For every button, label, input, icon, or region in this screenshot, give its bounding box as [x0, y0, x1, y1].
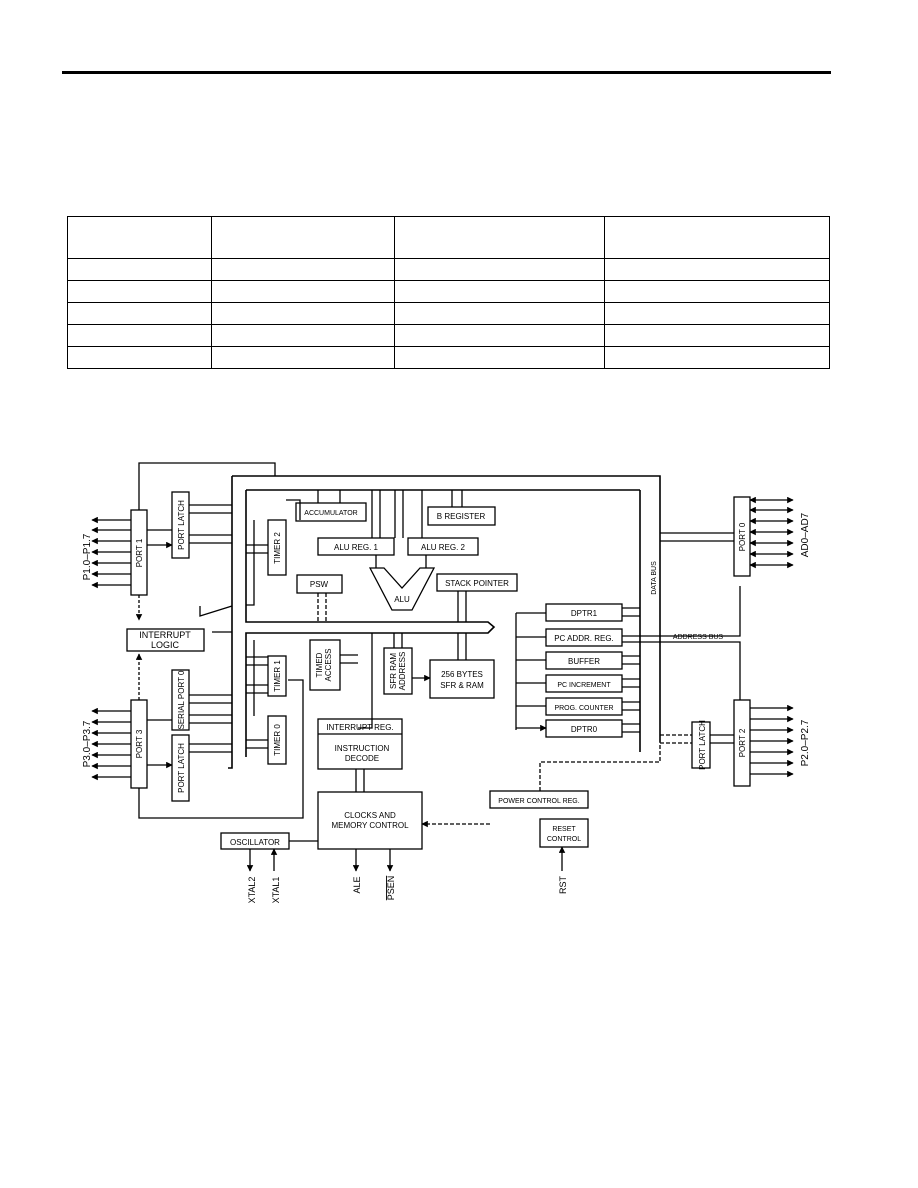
timer2-box — [267, 519, 287, 576]
port1-label: PORT 1 — [135, 538, 144, 567]
psen-label: PSEN — [386, 876, 396, 901]
interrupt-logic-label-1: INTERRUPT — [139, 630, 191, 640]
ale-label: ALE — [352, 876, 362, 893]
alu-shape — [368, 567, 436, 611]
timer1-label: TIMER 1 — [273, 660, 282, 692]
table-header-row — [67, 216, 830, 259]
empty-table — [67, 216, 830, 369]
xtal2-label: XTAL2 — [247, 877, 257, 904]
timed-access-label-2: ACCESS — [324, 649, 333, 682]
stack-pointer-label: STACK POINTER — [445, 579, 509, 588]
port-latch-3-label: PORT LATCH — [177, 743, 186, 793]
port0-box — [733, 496, 751, 577]
prog-counter-label: PROG. COUNTER — [554, 705, 613, 712]
timed-access-box — [309, 639, 341, 691]
alu-reg2-label: ALU REG. 2 — [421, 543, 466, 552]
port2-box — [733, 699, 751, 787]
interrupt-logic-label-2: LOGIC — [151, 640, 180, 650]
psw-label: PSW — [310, 580, 329, 589]
address-bus-label: ADDRESS BUS — [673, 634, 724, 641]
oscillator-label: OSCILLATOR — [230, 838, 280, 847]
timer0-label: TIMER 0 — [273, 724, 282, 756]
clocks-box — [317, 791, 423, 850]
address-bus — [622, 586, 741, 700]
dptr1-label: DPTR1 — [571, 609, 598, 618]
alu-reg2-box — [407, 537, 479, 556]
ram-label-2: SFR & RAM — [440, 681, 484, 690]
sfr-ram-address-label-2: ADDRESS — [398, 652, 407, 691]
p3-pins — [91, 707, 131, 781]
p0-pins — [749, 496, 794, 569]
timer1-box — [267, 655, 287, 697]
instruction-decode-label-2: DECODE — [345, 754, 379, 763]
pc-addr-reg-label: PC ADDR. REG. — [554, 634, 614, 643]
port3-label: PORT 3 — [135, 729, 144, 758]
port-latch-2-box — [691, 721, 711, 769]
p2-pins — [750, 704, 794, 778]
stack-pointer-box — [436, 573, 518, 592]
port2-label: PORT 2 — [738, 728, 747, 757]
alu-reg1-label: ALU REG. 1 — [334, 543, 379, 552]
psw-box — [296, 574, 343, 594]
data-bus-label: DATA BUS — [651, 561, 658, 595]
interrupt-logic-box — [126, 628, 205, 652]
interrupt-reg-label: INTERRUPT REG. — [326, 723, 393, 732]
clocks-label-1: CLOCKS AND — [344, 811, 396, 820]
xtal1-label: XTAL1 — [271, 877, 281, 904]
table-row — [67, 324, 830, 347]
pc-increment-label: PC INCREMENT — [557, 682, 611, 689]
alu-reg1-box — [317, 537, 395, 556]
port-latch-1-label: PORT LATCH — [177, 500, 186, 550]
p1-pins — [91, 516, 131, 589]
timer2-label: TIMER 2 — [273, 532, 282, 564]
ram-label-1: 256 BYTES — [441, 670, 483, 679]
alu-label: ALU — [394, 595, 410, 604]
reset-control-label-2: CONTROL — [547, 836, 581, 843]
power-control-label: POWER CONTROL REG. — [498, 798, 579, 805]
serial-port-label: SERIAL PORT 0 — [177, 670, 186, 730]
sfr-ram-address-label-1: SFR RAM — [389, 653, 398, 689]
table-row — [67, 346, 830, 369]
port0-label: PORT 0 — [738, 522, 747, 551]
clocks-label-2: MEMORY CONTROL — [331, 821, 409, 830]
sfr-ram-address-box — [383, 647, 413, 695]
serial-port-box — [171, 669, 190, 731]
ram-box — [429, 659, 495, 699]
accumulator-label: ACCUMULATOR — [304, 510, 357, 517]
p1-pins-label: P1.0–P1.7 — [82, 533, 93, 580]
p3-pins-label: P3.0–P3.7 — [82, 720, 93, 767]
p2-pins-label: P2.0–P2.7 — [800, 719, 811, 766]
dptr0-label: DPTR0 — [571, 725, 598, 734]
rst-label: RST — [558, 875, 568, 894]
timed-access-label-1: TIMED — [315, 652, 324, 677]
port-latch-1-box — [171, 491, 190, 559]
table-row — [67, 302, 830, 325]
port-latch-2-label: PORT LATCH — [698, 720, 707, 770]
b-register-label: B REGISTER — [437, 512, 486, 521]
power-control-box — [489, 790, 589, 809]
top-rule — [62, 71, 831, 74]
instruction-decode-label-1: INSTRUCTION — [335, 744, 390, 753]
internal-bus-outline — [228, 475, 661, 769]
reset-control-label-1: RESET — [552, 826, 576, 833]
p0-pins-label: AD0–AD7 — [800, 512, 811, 557]
accumulator-box — [295, 502, 367, 522]
buffer-label: BUFFER — [568, 657, 600, 666]
instruction-decode-box — [317, 718, 403, 770]
